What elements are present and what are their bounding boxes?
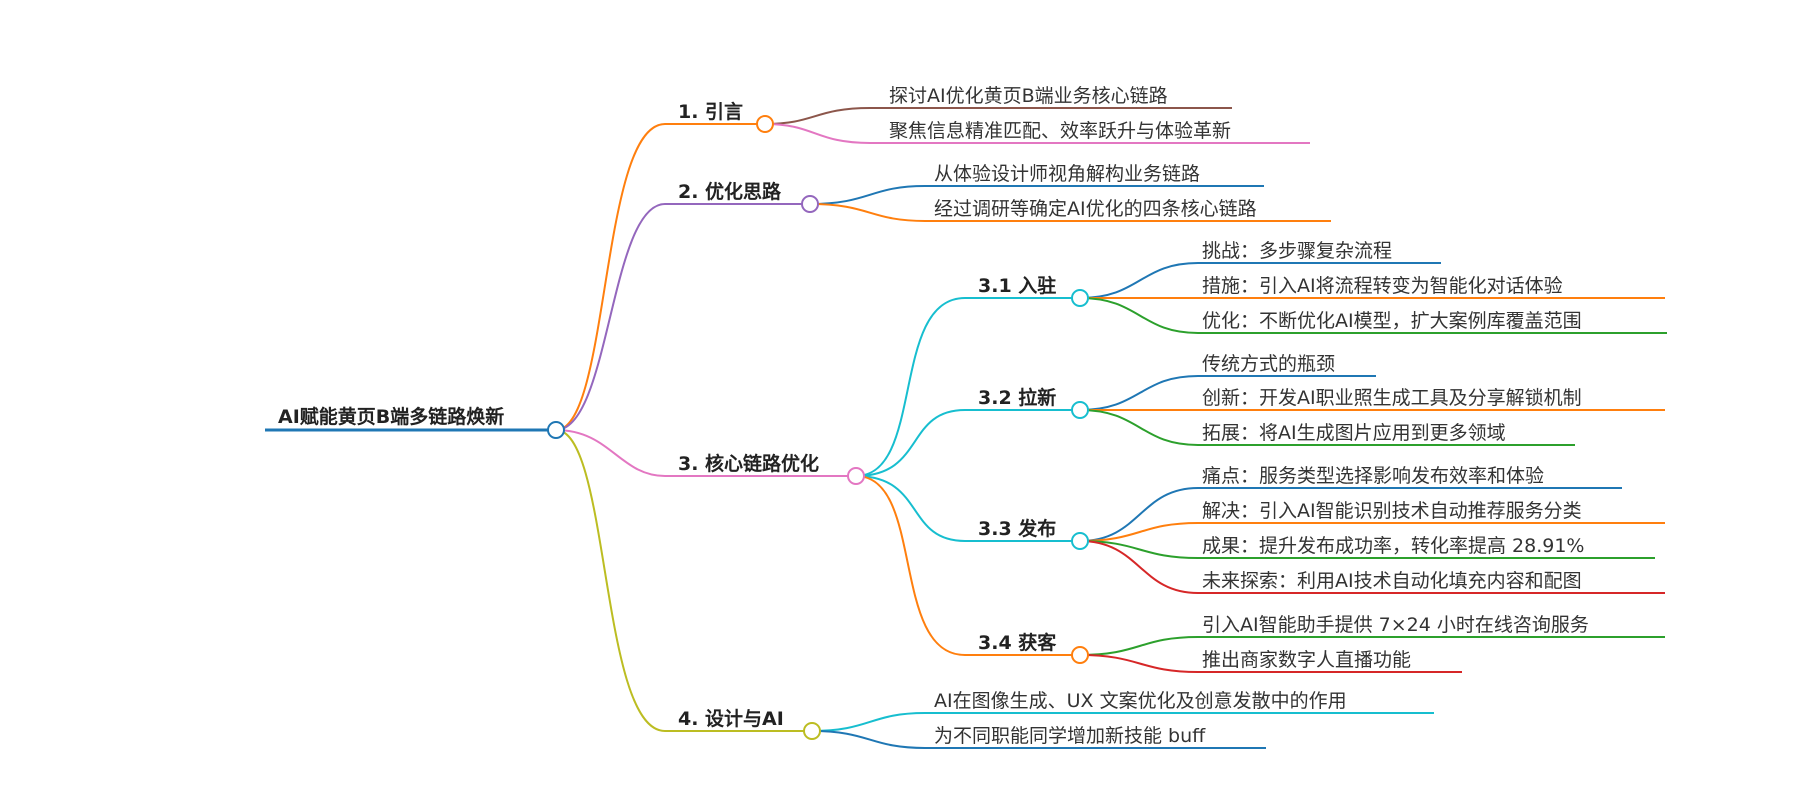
branch-label-design[interactable]: 4. 设计与AI [678,708,784,730]
connector-publish-leaf-3 [1079,540,1655,559]
design-node-dot[interactable] [803,722,821,740]
onboard-node-dot[interactable] [1071,289,1089,307]
leaf-publish-3[interactable]: 成果：提升发布成功率，转化率提高 28.91% [1202,535,1585,557]
connector-approach-leaf-2 [809,203,1331,222]
connector-customers-leaf-2 [1079,654,1462,673]
connector-intro-leaf-2 [764,123,1310,144]
connector-core-to-customers [855,475,1080,656]
leaf-design-2[interactable]: 为不同职能同学增加新技能 buff [934,725,1206,747]
connector-core-to-acquire-new [855,409,1080,477]
connector-customers-leaf-1 [1079,636,1665,656]
leaf-publish-1[interactable]: 痛点：服务类型选择影响发布效率和体验 [1202,465,1544,487]
connector-design-leaf-1 [811,712,1434,732]
connector-root-to-approach [555,203,810,431]
sub-label-publish[interactable]: 3.3 发布 [978,517,1056,540]
leaf-design-1[interactable]: AI在图像生成、UX 文案优化及创意发散中的作用 [934,690,1347,712]
leaf-onboard-2[interactable]: 措施：引入AI将流程转变为智能化对话体验 [1202,275,1563,297]
connector-acquire-new-leaf-1 [1079,375,1376,411]
connector-design-leaf-2 [811,730,1266,749]
connector-root-to-intro [555,123,765,431]
leaf-publish-2[interactable]: 解决：引入AI智能识别技术自动推荐服务分类 [1202,500,1582,522]
core-node-dot[interactable] [847,467,865,485]
leaf-acquire-new-3[interactable]: 拓展：将AI生成图片应用到更多领域 [1202,422,1506,444]
connector-root-to-design [555,429,812,732]
branch-label-intro[interactable]: 1. 引言 [678,100,743,123]
approach-node-dot[interactable] [801,195,819,213]
branch-label-approach[interactable]: 2. 优化思路 [678,180,782,203]
root-node-dot[interactable] [547,421,565,439]
connector-publish-leaf-2 [1079,522,1665,542]
connector-onboard-leaf-3 [1079,297,1667,334]
root-label[interactable]: AI赋能黄页B端多链路焕新 [278,405,504,428]
connector-intro-leaf-1 [764,107,1232,125]
sub-label-onboard[interactable]: 3.1 入驻 [978,274,1056,297]
leaf-customers-1[interactable]: 引入AI智能助手提供 7×24 小时在线咨询服务 [1202,614,1589,636]
sub-label-customers[interactable]: 3.4 获客 [978,631,1057,654]
connector-root-to-core [555,429,856,477]
leaf-publish-4[interactable]: 未来探索：利用AI技术自动化填充内容和配图 [1202,570,1582,592]
publish-node-dot[interactable] [1071,532,1089,550]
connector-acquire-new-leaf-3 [1079,409,1575,446]
leaf-acquire-new-2[interactable]: 创新：开发AI职业照生成工具及分享解锁机制 [1202,387,1582,409]
leaf-customers-2[interactable]: 推出商家数字人直播功能 [1202,649,1411,671]
sub-label-acquire-new[interactable]: 3.2 拉新 [978,386,1056,409]
leaf-onboard-3[interactable]: 优化：不断优化AI模型，扩大案例库覆盖范围 [1202,310,1582,332]
customers-node-dot[interactable] [1071,646,1089,664]
connector-publish-leaf-1 [1079,487,1622,542]
leaf-approach-1[interactable]: 从体验设计师视角解构业务链路 [934,163,1200,185]
acquire-new-node-dot[interactable] [1071,401,1089,419]
connector-approach-leaf-1 [809,185,1264,205]
leaf-intro-1[interactable]: 探讨AI优化黄页B端业务核心链路 [889,85,1168,107]
connector-core-to-onboard [855,297,1080,477]
branch-label-core[interactable]: 3. 核心链路优化 [678,452,819,475]
intro-node-dot[interactable] [756,115,774,133]
connector-onboard-leaf-1 [1079,262,1441,299]
leaf-approach-2[interactable]: 经过调研等确定AI优化的四条核心链路 [934,198,1257,220]
connector-publish-leaf-4 [1079,540,1665,594]
connector-core-to-publish [855,475,1080,542]
leaf-onboard-1[interactable]: 挑战：多步骤复杂流程 [1202,240,1392,262]
leaf-intro-2[interactable]: 聚焦信息精准匹配、效率跃升与体验革新 [889,120,1231,142]
leaf-acquire-new-1[interactable]: 传统方式的瓶颈 [1202,353,1335,375]
